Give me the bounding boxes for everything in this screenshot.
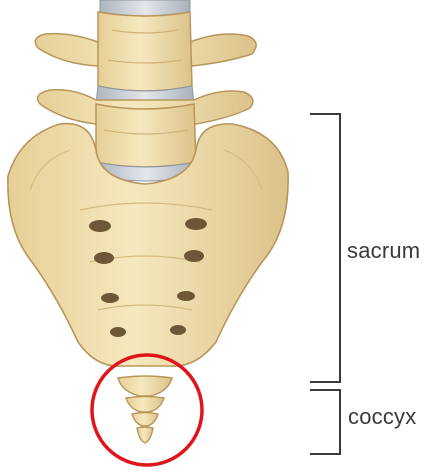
foramen-l1 [89, 220, 111, 232]
sacrum-bracket [310, 114, 340, 382]
coccyx-bracket [310, 390, 340, 454]
foramen-r2 [184, 250, 204, 262]
foramen-l4 [110, 327, 126, 337]
foramen-r3 [177, 291, 195, 301]
foramen-l3 [101, 293, 119, 303]
coccyx-bone [118, 376, 172, 443]
foramen-r4 [170, 325, 186, 335]
foramen-r1 [185, 218, 207, 230]
foramen-l2 [94, 252, 114, 264]
lumbar-vertebra-upper [35, 12, 256, 91]
coccyx-label: coccyx [348, 404, 416, 430]
sacrum-label: sacrum [347, 238, 420, 264]
